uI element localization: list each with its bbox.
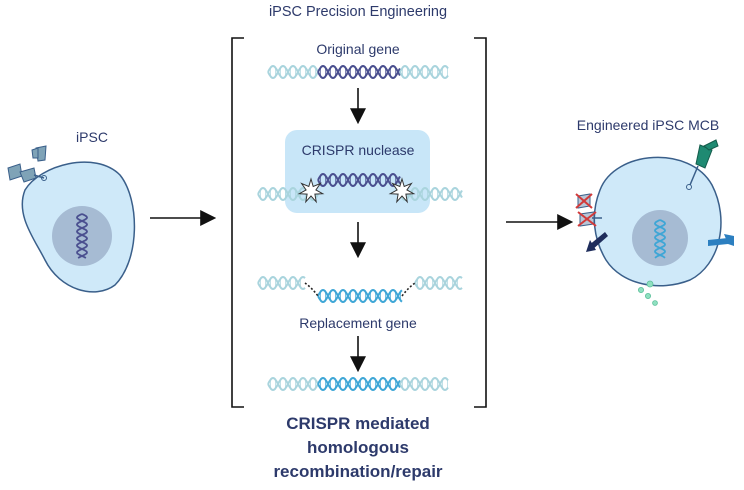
replacement-gene-insert (317, 288, 403, 304)
engineered-cell (575, 139, 734, 306)
repaired-gene-flank-right (399, 376, 449, 392)
secreted-particles-icon (638, 280, 658, 306)
blue-receptor-icon (708, 234, 734, 246)
replacement-gene-label: Replacement gene (299, 315, 417, 331)
process-caption: CRISPR mediated homologous recombination… (273, 412, 442, 484)
engineered-nucleus (632, 210, 688, 266)
cut-site-right-icon (388, 177, 416, 204)
ipsc-label: iPSC (76, 129, 108, 145)
knocked-out-receptor-icon (575, 193, 602, 227)
repaired-gene-insert (317, 376, 401, 392)
engineering-bracket (231, 37, 487, 408)
caption-line-1: CRISPR mediated (286, 414, 430, 433)
replacement-flank-right (414, 275, 463, 291)
original-gene-flank-right (399, 64, 449, 80)
original-gene-flank-left (267, 64, 319, 80)
receptor-icon (7, 145, 47, 183)
replacement-right-connector (401, 282, 416, 297)
engineered-label: Engineered iPSC MCB (576, 117, 720, 133)
caption-line-3: recombination/repair (273, 462, 443, 481)
crispr-nuclease-label: CRISPR nuclease (301, 142, 415, 158)
navy-receptor-icon (586, 232, 608, 252)
green-receptor-icon (686, 139, 719, 190)
engineered-dna-icon (654, 219, 666, 259)
ipsc-dna-icon (76, 213, 88, 259)
ipsc-cell (7, 145, 136, 293)
repaired-gene-flank-left (267, 376, 319, 392)
crispr-dna-target (317, 172, 401, 188)
dna-layer (257, 64, 463, 392)
replacement-left-connector (304, 282, 319, 297)
diagram-title: iPSC Precision Engineering (268, 4, 448, 20)
original-gene-target (317, 64, 401, 80)
original-gene-label: Original gene (316, 41, 400, 57)
cut-site-left-icon (297, 177, 325, 204)
replacement-flank-left (257, 275, 306, 291)
caption-line-2: homologous (307, 438, 409, 457)
